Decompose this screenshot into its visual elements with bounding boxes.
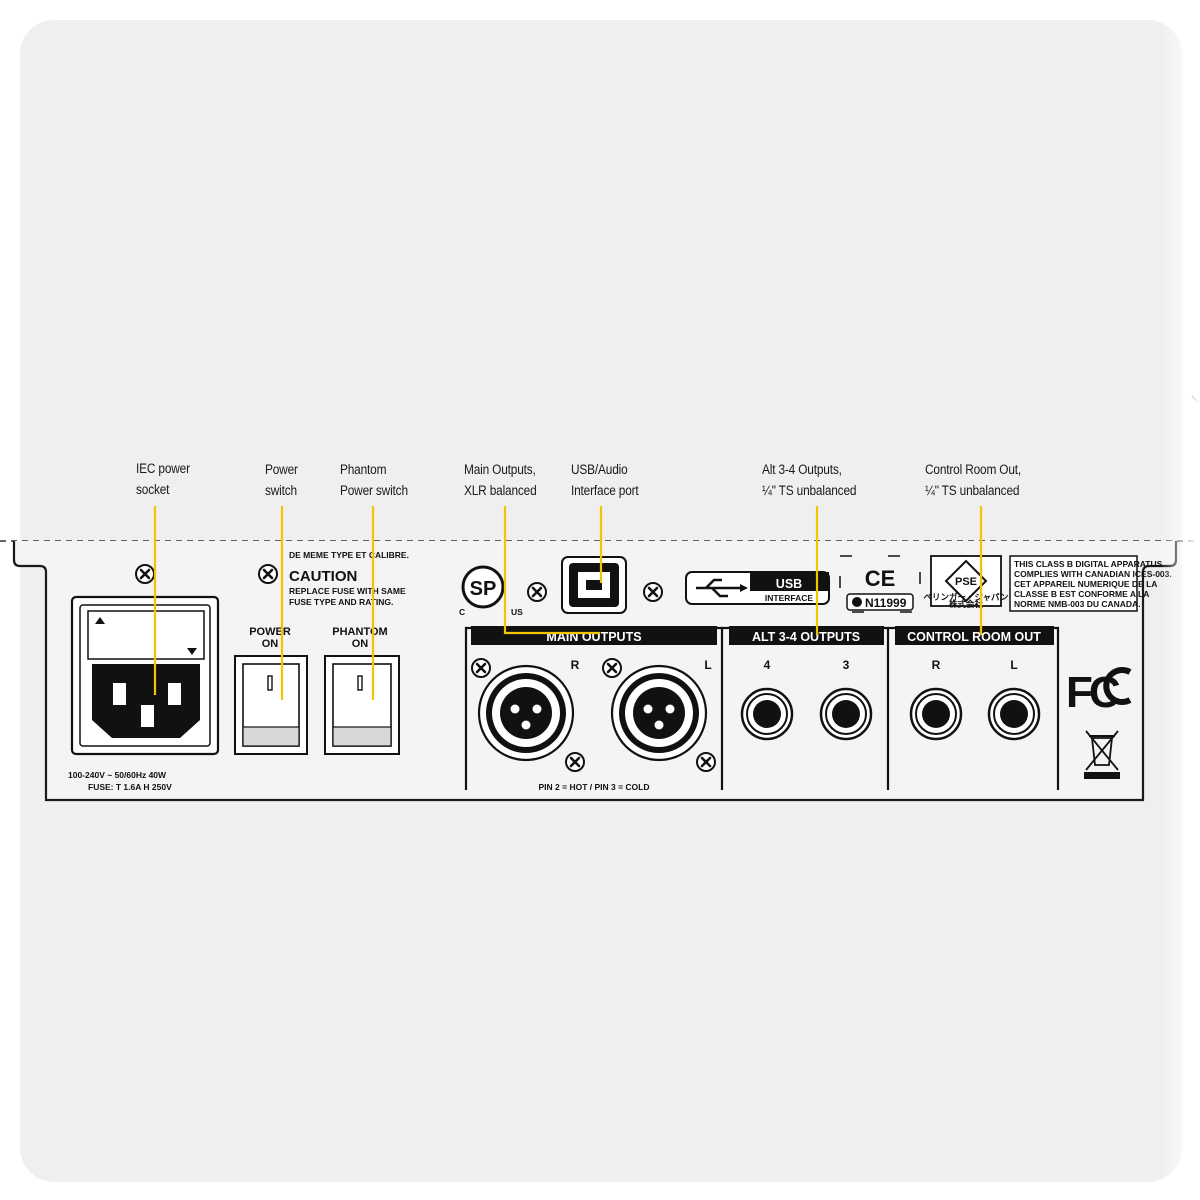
main-outputs-header-bg: [471, 626, 717, 645]
callout-line-1: USB/Audio: [571, 462, 628, 477]
callout-phantom-switch: Phantom Power switch: [340, 459, 408, 501]
screw-icon: [257, 563, 279, 585]
control-room-header: CONTROL ROOM OUT: [907, 630, 1041, 644]
rating-line-1: 100-240V ~ 50/60Hz 40W: [68, 770, 167, 780]
xlr-left-label: L: [704, 658, 711, 672]
callout-line-2: ¼" TS unbalanced: [762, 483, 857, 498]
callout-control-room: Control Room Out, ¼" TS unbalanced: [925, 459, 1021, 501]
callout-line-2: Power switch: [340, 483, 408, 498]
alt-outputs-header: ALT 3-4 OUTPUTS: [752, 630, 860, 644]
ce-mark: CE: [865, 566, 896, 591]
control-room-header-bg: [895, 626, 1054, 645]
control-room-right-jack[interactable]: [909, 687, 963, 741]
iec-power-socket[interactable]: [70, 595, 220, 756]
canada-compliance-box: THIS CLASS B DIGITAL APPARATUS COMPLIES …: [1009, 555, 1172, 612]
callout-line-2: Interface port: [571, 483, 639, 498]
fcc-logo-text: FC: [1066, 668, 1120, 717]
power-label-2: ON: [262, 638, 279, 650]
callout-line-2: XLR balanced: [464, 483, 537, 498]
pse-text: PSE: [955, 576, 977, 588]
control-room-left-jack[interactable]: [987, 687, 1041, 741]
callout-iec-socket: IEC power socket: [136, 458, 190, 500]
callout-main-outputs: Main Outputs, XLR balanced: [464, 459, 537, 501]
usb-logo-text: USB: [776, 577, 802, 591]
callout-usb-port: USB/Audio Interface port: [571, 459, 639, 501]
pse-jp: ベリンガー・ジャパン: [923, 592, 1009, 602]
alt-outputs-header-bg: [729, 626, 884, 645]
power-switch[interactable]: [234, 655, 308, 755]
screw-icon: [470, 657, 492, 679]
callout-line-1: Main Outputs,: [464, 462, 536, 477]
phantom-label-2: ON: [352, 638, 369, 650]
alt-output-3-jack[interactable]: [819, 687, 873, 741]
csa-c: C: [459, 607, 465, 617]
power-label-1: POWER: [249, 626, 291, 638]
screw-icon: [134, 563, 156, 585]
caution-line-2: FUSE TYPE AND RATING.: [289, 597, 393, 607]
canada-line-2: COMPLIES WITH CANADIAN ICES-003.: [1014, 569, 1172, 579]
canada-line-4: CLASSE B EST CONFORME A LA: [1014, 589, 1149, 599]
csa-logo: SP C US: [459, 565, 523, 617]
ce-mark-box: CE N11999: [839, 555, 921, 613]
pse-jp-2: 株式会社: [949, 599, 984, 609]
callout-line-1: Control Room Out,: [925, 462, 1022, 477]
fuse-text-top: DE MEME TYPE ET CALIBRE.: [289, 550, 409, 560]
cr-jack-r-label: R: [932, 658, 941, 672]
callout-line-1: Phantom: [340, 462, 387, 477]
weee-bin-icon: [1084, 730, 1120, 779]
arrow-up-icon: [95, 617, 105, 624]
callout-line-1: IEC power: [136, 461, 190, 476]
callout-line-1: Power: [265, 462, 298, 477]
rating-line-2: FUSE: T 1.6A H 250V: [88, 782, 172, 792]
usb-b-port[interactable]: [561, 556, 627, 614]
arrow-down-icon: [187, 648, 197, 655]
screw-icon: [601, 657, 623, 679]
check-icon: [852, 597, 862, 607]
xlr-output-left[interactable]: [610, 664, 708, 762]
xlr-output-right[interactable]: [477, 664, 575, 762]
callout-leaders: [153, 506, 983, 700]
usb-symbol-icon: [696, 578, 740, 598]
fcc-logo: FC: [1066, 667, 1132, 717]
alt-jack-3-label: 3: [843, 658, 850, 672]
csa-us: US: [511, 607, 523, 617]
screw-icon: [564, 751, 586, 773]
caution-title: CAUTION: [289, 568, 357, 585]
callout-line-2: ¼" TS unbalanced: [925, 483, 1020, 498]
screw-icon: [695, 751, 717, 773]
xlr-right-label: R: [571, 658, 580, 672]
callout-alt-outputs: Alt 3-4 Outputs, ¼" TS unbalanced: [762, 459, 857, 501]
cr-jack-l-label: L: [1010, 658, 1017, 672]
csa-logo-text: SP: [470, 578, 497, 600]
callout-power-switch: Power switch: [265, 459, 298, 501]
leader-main: [503, 506, 600, 635]
n-number: N11999: [865, 596, 907, 610]
screw-icon: [526, 581, 548, 603]
canada-line-3: CET APPAREIL NUMERIQUE DE LA: [1014, 579, 1157, 589]
screw-icon: [642, 581, 664, 603]
callout-line-1: Alt 3-4 Outputs,: [762, 462, 842, 477]
pse-mark: PSE ベリンガー・ジャパン 株式会社: [923, 555, 1009, 609]
canada-line-5: NORME NMB-003 DU CANADA.: [1014, 599, 1141, 609]
phantom-label-1: PHANTOM: [332, 626, 387, 638]
usb-logo-sub: INTERFACE: [765, 593, 814, 603]
alt-output-4-jack[interactable]: [740, 687, 794, 741]
canada-line-1: THIS CLASS B DIGITAL APPARATUS: [1014, 559, 1163, 569]
phantom-switch[interactable]: [324, 655, 400, 755]
callout-line-2: switch: [265, 483, 297, 498]
callout-line-2: socket: [136, 482, 170, 497]
fuse-drawer[interactable]: [87, 610, 205, 660]
alt-jack-4-label: 4: [764, 658, 771, 672]
right-edge-fade: [1160, 0, 1200, 1200]
pin-label: PIN 2 = HOT / PIN 3 = COLD: [539, 782, 650, 792]
caution-line-1: REPLACE FUSE WITH SAME: [289, 586, 406, 596]
usb-interface-logo: USB INTERFACE: [685, 571, 830, 605]
